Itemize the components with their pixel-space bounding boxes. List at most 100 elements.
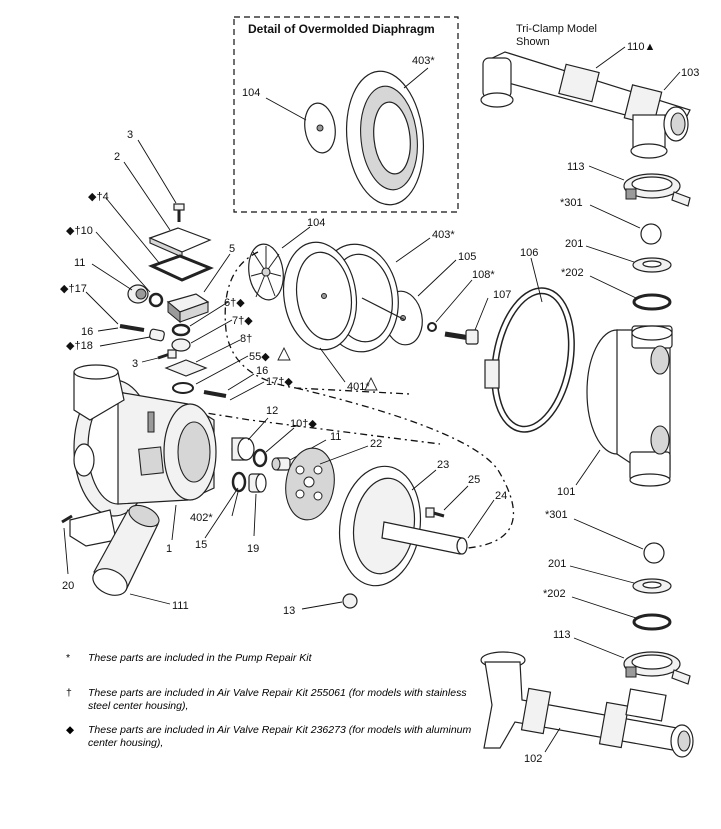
label-402: 402* [190,512,213,524]
pilot-pin-11 [271,457,291,471]
leader-19 [253,493,257,537]
label-16b: 16 [256,365,268,377]
note-air-valve-kit-aluminum: ◆ These parts are included in Air Valve … [66,724,476,750]
label-3b: 3 [132,358,138,370]
air-cover-23 [338,465,422,587]
outlet-manifold-103 [480,51,691,159]
leader-7 [190,319,233,344]
leader-113b [573,637,625,659]
label-23: 23 [437,459,449,471]
fluid-cover-101 [586,325,673,487]
o-ring-108 [427,322,437,332]
leader-105 [417,259,457,297]
screw-3-top [173,203,185,222]
label-4: ◆†4 [88,191,109,203]
note-pump-repair-kit: * These parts are included in the Pump R… [66,652,476,665]
screw-20 [61,514,73,524]
leader-301b [573,518,644,550]
valve-block-5 [166,293,210,324]
model-note-line1: Tri-Clamp Model [516,23,597,35]
leader-23 [411,469,437,491]
note-air-valve-kit-stainless: † These parts are included in Air Valve … [66,687,476,713]
label-201a: 201 [565,238,583,250]
valve-cup-7 [171,338,191,352]
clamp-113-bottom [623,651,691,685]
leader-104d [265,97,307,121]
leader-24 [467,499,495,539]
leader-11a [91,263,133,291]
label-105: 105 [458,251,476,263]
note-symbol: † [66,687,72,699]
leader-55 [195,355,249,385]
diaphragm-401-hole [321,293,327,299]
leader-201b [569,565,635,584]
detail-diaphragm-dome [373,101,411,175]
center-housing-1 [73,379,217,517]
leader-10b [265,427,295,453]
label-15: 15 [195,539,207,551]
model-note-line2: Shown [516,36,550,48]
leader-8 [195,339,241,363]
label-3a: 3 [127,129,133,141]
screw-3-lower-head [167,349,177,359]
note-text: These parts are included in Air Valve Re… [88,687,467,712]
label-111: 111 [172,600,189,612]
gasket-4 [148,254,214,282]
shaft-bearing-12 [231,437,255,461]
bolt-107 [444,329,479,345]
leader-17 [85,291,119,325]
seat-201-bottom-hole [642,581,662,589]
gasket-55 [172,382,194,394]
label-2: 2 [114,151,120,163]
label-16a: 16 [81,326,93,338]
warning-triangle-401 [364,376,378,391]
leader-5 [203,253,231,293]
note-text: These parts are included in Air Valve Re… [88,724,472,749]
leader-113a [588,165,625,181]
check-ball-301-bottom [643,542,665,564]
kit-notes: * These parts are included in the Pump R… [66,652,476,761]
cover-bolt-25 [425,507,445,518]
pilot-cup-18 [149,328,165,342]
o-ring-402 [231,471,247,493]
label-55: 55◆ [249,351,270,363]
inlet-manifold-102 [480,651,694,758]
leader-25 [443,485,469,511]
leader-402 [231,491,239,517]
leader-403 [395,237,431,263]
label-104-detail: 104 [242,87,260,99]
clamp-113-top [623,173,691,207]
clamp-band-latch [484,359,500,389]
label-403: 403* [432,229,455,241]
bearing-19 [248,473,267,493]
label-22: 22 [370,438,382,450]
fluid-cover-left [69,364,125,547]
leader-401 [319,347,346,383]
label-11b: 11 [330,431,341,443]
leader-102 [544,727,561,753]
leader-202a [589,275,637,299]
assembly-path-upper [224,251,411,395]
label-104: 104 [307,217,325,229]
label-403-detail: 403* [412,55,435,67]
leader-403d [403,67,429,89]
leader-10 [95,231,151,293]
leader-1 [171,504,177,541]
air-cover-gasket-22 [285,447,335,521]
label-110: 110▲ [627,41,655,53]
label-10: ◆†10 [66,225,93,237]
label-108: 108* [472,269,495,281]
leader-110 [595,46,626,69]
label-106: 106 [520,247,538,259]
valve-cap-10 [127,284,149,304]
diaphragm-403-stem [361,297,406,321]
o-ring-6 [171,323,191,337]
leader-104 [281,226,311,249]
o-ring-202-bottom [632,613,672,631]
label-6: 6†◆ [224,297,245,309]
label-19: 19 [247,543,259,555]
leader-106 [530,257,543,303]
leader-201a [585,245,635,263]
note-symbol: ◆ [66,724,75,736]
